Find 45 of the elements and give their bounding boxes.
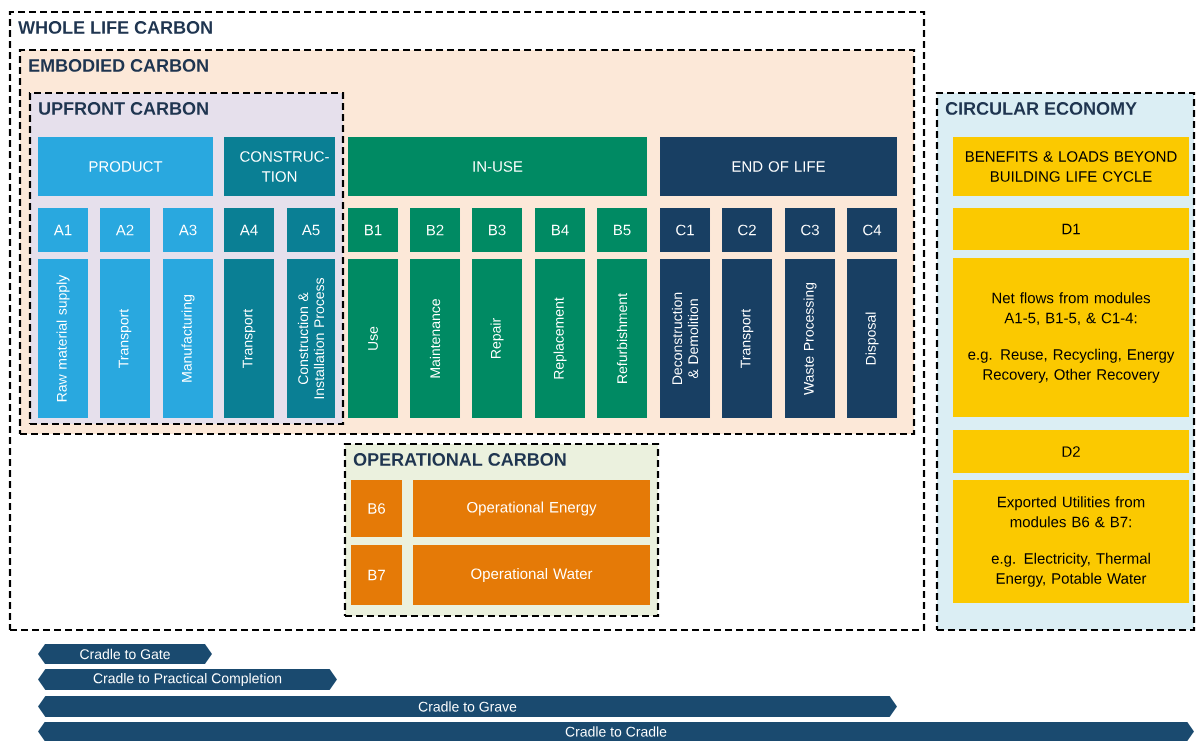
module-box: B4 bbox=[535, 208, 585, 252]
module-box: D1 bbox=[953, 208, 1189, 250]
module-box: B5 bbox=[597, 208, 647, 252]
module-box: B3 bbox=[472, 208, 522, 252]
stage-box: Raw material supply bbox=[38, 259, 88, 418]
module-box: D2 bbox=[953, 430, 1189, 473]
module-box: END OF LIFE bbox=[660, 137, 897, 196]
stage-box: Replacement bbox=[535, 259, 585, 418]
module-box: C2 bbox=[722, 208, 772, 252]
module-box: B7 bbox=[351, 545, 402, 605]
stage-box: Transport bbox=[100, 259, 150, 418]
scope-arrow-band: Cradle to Grave bbox=[38, 696, 897, 717]
module-box: BENEFITS & LOADS BEYOND BUILDING LIFE CYCLE bbox=[953, 137, 1189, 196]
stage-box: Deconstruction & Demolition bbox=[660, 259, 710, 418]
scope-arrow-band: Cradle to Cradle bbox=[38, 722, 1194, 741]
module-box: A1 bbox=[38, 208, 88, 252]
module-box: Net flows from modules A1-5, B1-5, & C1-4: e.g. Reuse, Recycling, Energy Recovery, Other Recovery bbox=[953, 258, 1189, 417]
stage-box: Transport bbox=[224, 259, 274, 418]
stage-box: Use bbox=[348, 259, 398, 418]
module-box: A4 bbox=[224, 208, 274, 252]
stage-box: Refurbishment bbox=[597, 259, 647, 418]
module-box: C4 bbox=[847, 208, 897, 252]
module-box: Operational Water bbox=[413, 545, 650, 605]
stage-box: Waste Processing bbox=[785, 259, 835, 418]
stage-box: Construction & Installation Process bbox=[287, 259, 335, 418]
stage-box: Disposal bbox=[847, 259, 897, 418]
module-box: C3 bbox=[785, 208, 835, 252]
module-box: B2 bbox=[410, 208, 460, 252]
module-box: A3 bbox=[163, 208, 213, 252]
stage-box: Repair bbox=[472, 259, 522, 418]
module-box: IN-USE bbox=[348, 137, 647, 196]
stage-box: Manufacturing bbox=[163, 259, 213, 418]
module-box: A2 bbox=[100, 208, 150, 252]
module-box: C1 bbox=[660, 208, 710, 252]
stage-header-box: CONSTRUC- TION bbox=[224, 137, 335, 196]
module-box: PRODUCT bbox=[38, 137, 213, 196]
module-box: Operational Energy bbox=[413, 480, 650, 537]
scope-arrow-band: Cradle to Gate bbox=[38, 644, 212, 664]
module-box: Exported Utilities from modules B6 & B7: e.g. Electricity, Thermal Energy, Potable Water bbox=[953, 480, 1189, 603]
stage-box: Maintenance bbox=[410, 259, 460, 418]
module-box: B6 bbox=[351, 480, 402, 537]
stage-box: Transport bbox=[722, 259, 772, 418]
scope-arrow-band: Cradle to Practical Completion bbox=[38, 669, 337, 690]
module-box: A5 bbox=[287, 208, 335, 252]
module-box: B1 bbox=[348, 208, 398, 252]
